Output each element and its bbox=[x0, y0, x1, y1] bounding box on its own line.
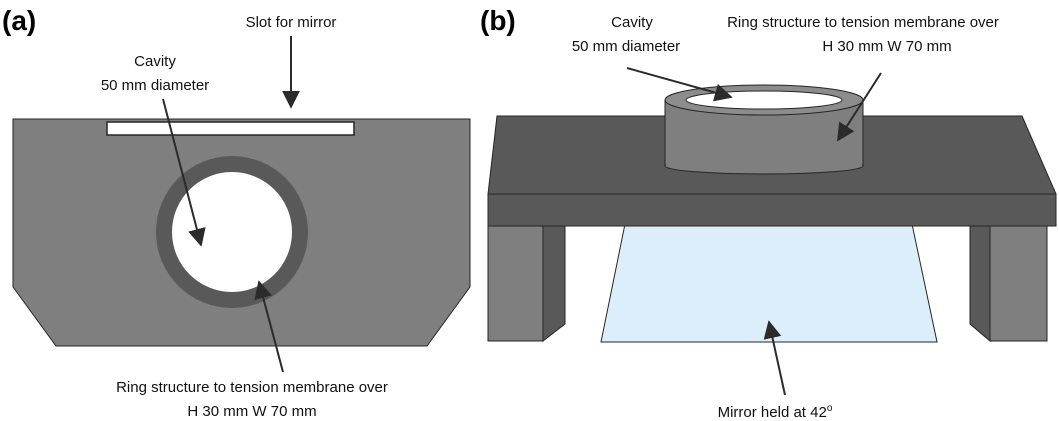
panel-b-ring-label-line2: H 30 mm W 70 mm bbox=[822, 38, 951, 55]
panel-b-left-leg-side bbox=[542, 225, 566, 343]
panel-a-cavity-arrow bbox=[162, 98, 206, 247]
panel-a-slot-label: Slot for mirror bbox=[246, 14, 337, 31]
panel-a-ring-arrow bbox=[254, 280, 284, 373]
panel-b-ring-label-line1: Ring structure to tension membrane over bbox=[727, 14, 999, 31]
panel-b-front-band bbox=[487, 193, 1057, 227]
panel-a-cavity-label-line1: Cavity bbox=[134, 53, 176, 70]
panel-b-ring-arrow bbox=[837, 72, 882, 142]
panel-a-cavity bbox=[172, 172, 292, 292]
panel-b-mirror-arrow bbox=[763, 320, 786, 396]
panel-a: (a) Slot for mirror Cavity 50 mm diamete… bbox=[2, 5, 471, 420]
panel-a-ring-label-line2: H 30 mm W 70 mm bbox=[187, 403, 316, 420]
panel-a-cavity-label-line2: 50 mm diameter bbox=[101, 77, 209, 94]
panel-b: (b) Cavity 50 mm diameter Ring structure… bbox=[480, 5, 1057, 421]
panel-b-cavity-label-line2: 50 mm diameter bbox=[572, 38, 680, 55]
panel-a-mirror-slot bbox=[106, 121, 355, 136]
panel-a-ring-label-line1: Ring structure to tension membrane over bbox=[116, 379, 388, 396]
panel-b-left-leg-front bbox=[487, 225, 544, 342]
panel-b-cavity bbox=[685, 90, 843, 110]
panel-a-letter: (a) bbox=[2, 5, 36, 36]
panel-b-cavity-arrow bbox=[626, 67, 733, 102]
panel-b-letter: (b) bbox=[480, 5, 516, 36]
panel-b-right-leg-front bbox=[989, 225, 1048, 342]
panel-b-right-leg-side bbox=[969, 225, 991, 343]
panel-b-mirror-label: Mirror held at 42o bbox=[718, 403, 833, 421]
panel-b-cavity-label-line1: Cavity bbox=[611, 14, 653, 31]
